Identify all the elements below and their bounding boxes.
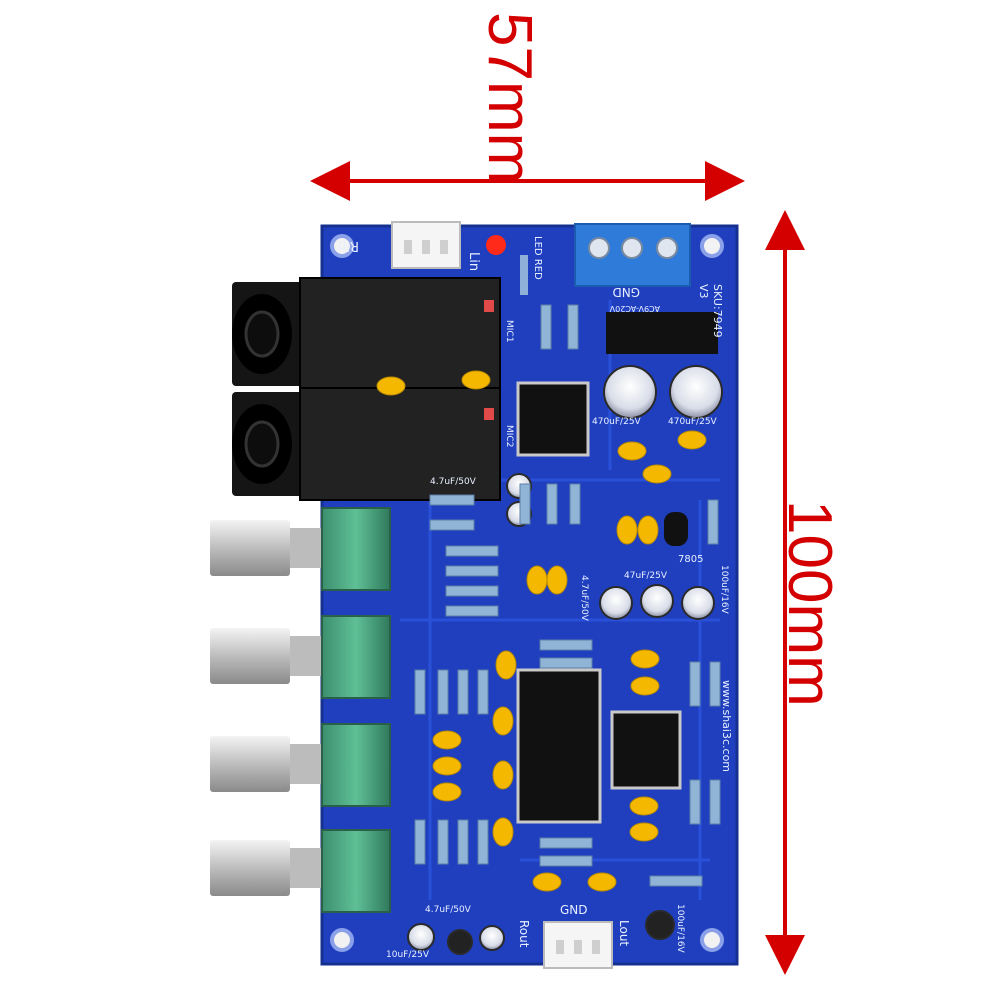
silk-led: LED RED: [532, 236, 543, 280]
silk-gnd-bottom: GND: [560, 903, 588, 917]
height-dimension-label: 100mm: [775, 500, 844, 707]
ic-8pin-bottom: [610, 710, 682, 790]
silk-cap-47-a: 4.7uF/50V: [430, 477, 477, 487]
silk-cap-100-b: 100uF/16V: [675, 904, 685, 954]
width-dimension-label: 57mm: [475, 12, 544, 185]
silk-lout: Lout: [617, 920, 631, 946]
resistors: [414, 304, 721, 887]
mic-jacks: [232, 277, 501, 501]
silk-cap-47-c: 4.7uF/50V: [425, 905, 472, 915]
mounting-holes: [330, 234, 724, 952]
silk-cap-10: 10uF/25V: [386, 950, 430, 960]
silk-gnd-top: GND: [612, 285, 640, 299]
potentiometers: [210, 507, 391, 913]
led-red: [486, 235, 506, 255]
silk-rout: Rout: [517, 920, 531, 948]
silk-cap-470-a: 470uF/25V: [592, 417, 642, 427]
silk-cap-47-b: 4.7uF/50V: [579, 575, 589, 622]
silk-mic2: MIC2: [504, 425, 514, 447]
silk-cap-100: 100uF/16V: [719, 565, 729, 615]
silk-cap-47-d: 47uF/25V: [624, 571, 668, 581]
transistor: [664, 512, 688, 546]
silk-cap-470-b: 470uF/25V: [668, 417, 718, 427]
ceramic-capacitors: [376, 370, 707, 892]
silk-url: www.shai3c.com: [720, 680, 733, 772]
ic-8pin-top: [516, 381, 590, 457]
silk-rin: Rin: [338, 238, 359, 253]
silk-power: AC9V-AC20V: [609, 304, 660, 313]
silk-mic1: MIC1: [504, 320, 514, 342]
electrolytic-capacitors: [407, 365, 723, 955]
regulator-7805: [606, 312, 718, 354]
silk-lin: Lin: [466, 252, 481, 271]
silk-reg: 7805: [678, 554, 703, 565]
ic-16pin: [516, 668, 602, 824]
silk-sku: SKU:7949: [711, 284, 724, 338]
silk-version: V3: [697, 284, 710, 299]
